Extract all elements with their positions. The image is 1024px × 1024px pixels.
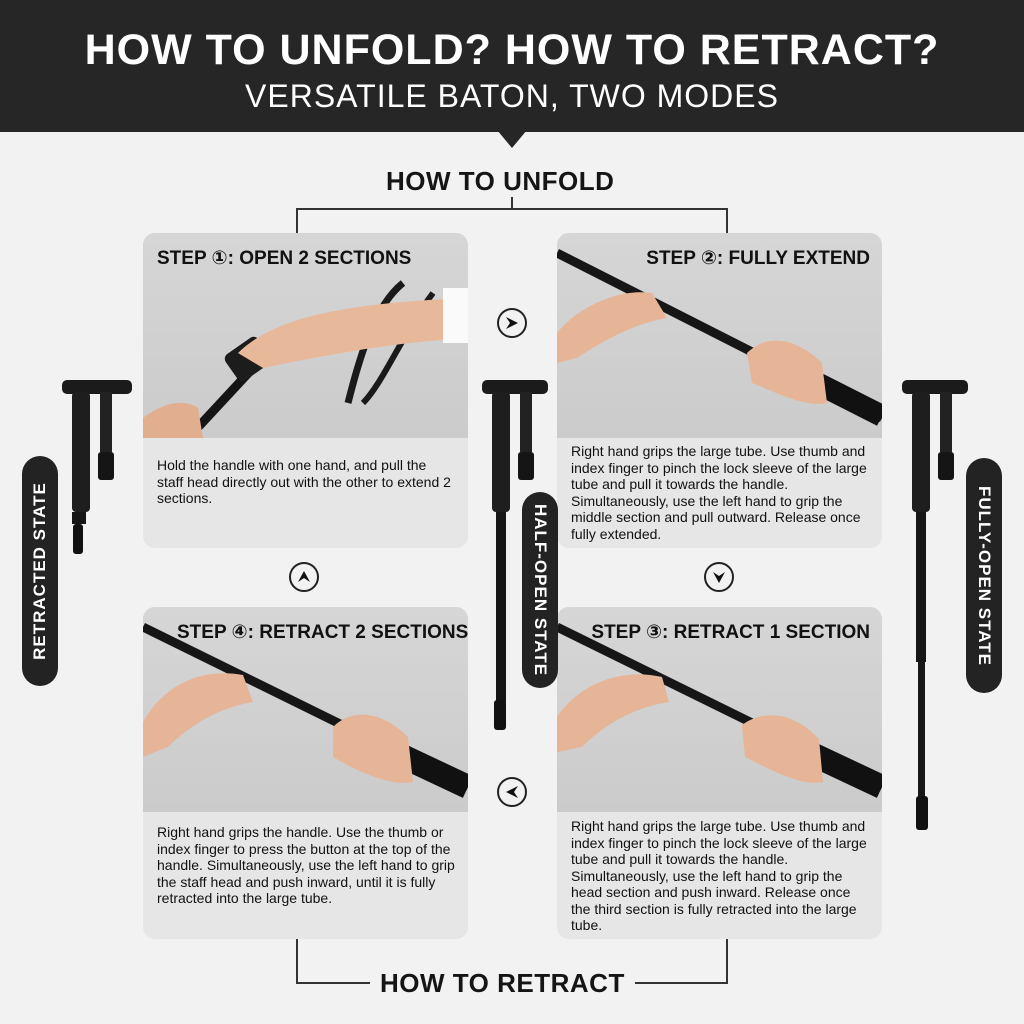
unfold-heading: HOW TO UNFOLD <box>376 166 625 197</box>
fully-open-state-text: FULLY-OPEN STATE <box>975 485 994 666</box>
retracted-baton-image <box>62 380 132 554</box>
step-2-photo: STEP ②: FULLY EXTEND <box>557 233 882 438</box>
step-2-text: Right hand grips the large tube. Use thu… <box>571 443 867 542</box>
unfold-line-right <box>726 208 728 234</box>
step-4-text: Right hand grips the handle. Use the thu… <box>157 824 455 906</box>
unfold-line-center <box>511 196 513 209</box>
page-subtitle: VERSATILE BATON, TWO MODES <box>245 78 779 114</box>
fully-open-state-label: FULLY-OPEN STATE <box>966 458 1002 693</box>
half-open-baton-image <box>482 380 548 730</box>
arrow-left-icon[interactable] <box>497 777 527 807</box>
step-4-photo: STEP ④: RETRACT 2 SECTIONS <box>143 607 468 812</box>
step-2-title: STEP ②: FULLY EXTEND <box>646 248 870 269</box>
retracted-state-label: RETRACTED STATE <box>22 456 58 686</box>
arrow-down-icon[interactable] <box>704 562 734 592</box>
step-1-photo: STEP ①: OPEN 2 SECTIONS <box>143 233 468 438</box>
step-3-photo: STEP ③: RETRACT 1 SECTION <box>557 607 882 812</box>
step-3-text: Right hand grips the large tube. Use thu… <box>571 818 867 933</box>
header-banner: HOW TO UNFOLD? HOW TO RETRACT? VERSATILE… <box>0 0 1024 132</box>
retract-line-right <box>726 938 728 984</box>
step-2-card: STEP ②: FULLY EXTEND Right hand grips th… <box>557 233 882 548</box>
retract-line-left <box>296 938 298 984</box>
step-4-card: STEP ④: RETRACT 2 SECTIONS Right hand gr… <box>143 607 468 939</box>
arrow-right-icon[interactable] <box>497 308 527 338</box>
fully-open-baton-image <box>902 380 968 830</box>
step-3-card: STEP ③: RETRACT 1 SECTION Right hand gri… <box>557 607 882 939</box>
step-3-title: STEP ③: RETRACT 1 SECTION <box>591 622 870 643</box>
retract-heading: HOW TO RETRACT <box>370 968 635 999</box>
step-4-title: STEP ④: RETRACT 2 SECTIONS <box>177 622 468 643</box>
step-1-text: Hold the handle with one hand, and pull … <box>157 457 451 506</box>
page-title: HOW TO UNFOLD? HOW TO RETRACT? <box>84 26 940 74</box>
unfold-line-left <box>296 208 298 234</box>
half-open-state-label: HALF-OPEN STATE <box>522 492 558 688</box>
unfold-line-top <box>296 208 728 210</box>
step-1-title: STEP ①: OPEN 2 SECTIONS <box>157 248 412 269</box>
retracted-state-text: RETRACTED STATE <box>30 482 49 660</box>
banner-notch <box>497 130 527 148</box>
arrow-up-icon[interactable] <box>289 562 319 592</box>
step-1-card: STEP ①: OPEN 2 SECTIONS Hold the handle … <box>143 233 468 548</box>
